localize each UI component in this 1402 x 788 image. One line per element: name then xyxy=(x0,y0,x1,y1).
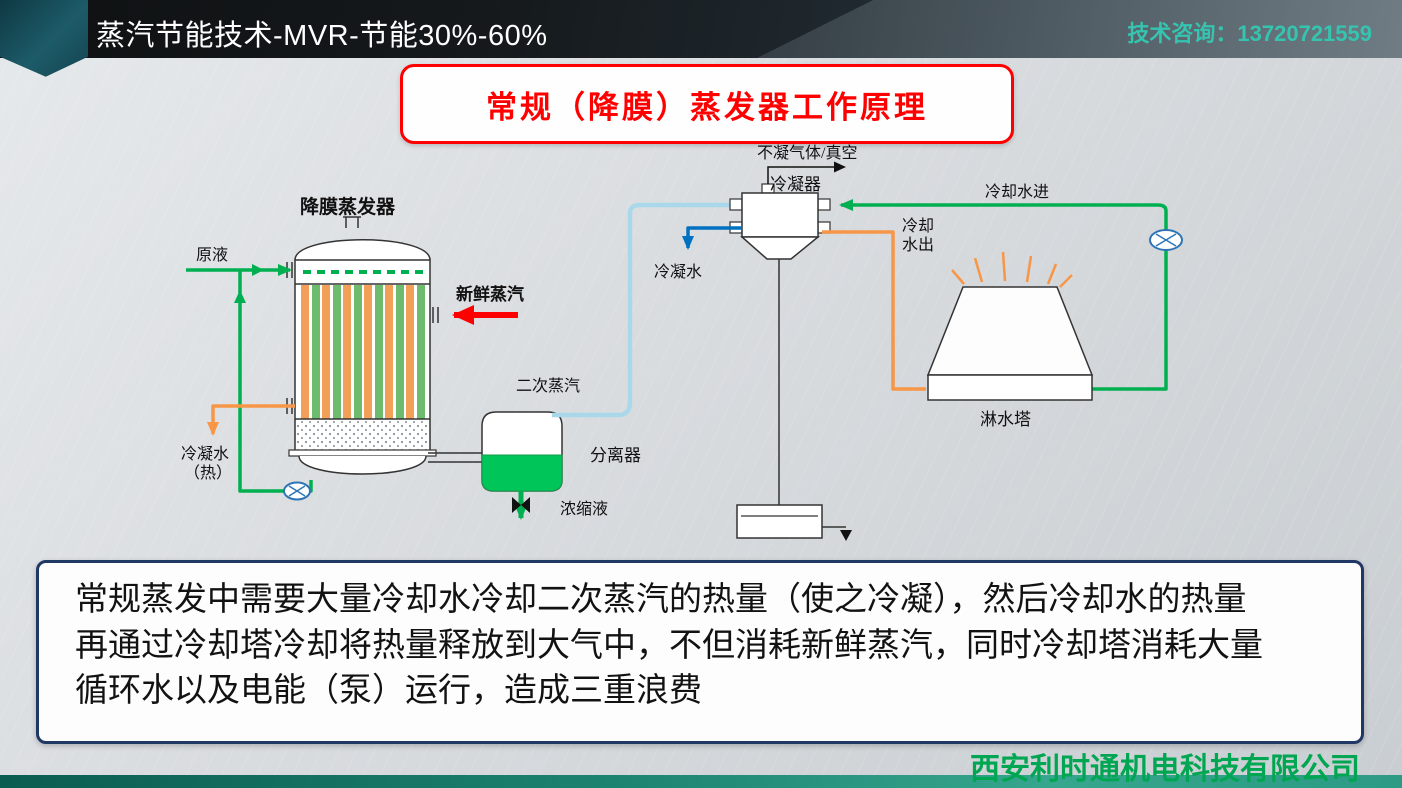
steam-nozzle-flange xyxy=(432,307,439,323)
concentrate-label: 浓缩液 xyxy=(560,500,608,518)
separator-vessel: 分离器 xyxy=(481,411,641,492)
spray-tower-label: 淋水塔 xyxy=(980,410,1031,429)
header-facet-decor xyxy=(757,0,1402,58)
evaporator-top-dome xyxy=(294,239,431,261)
bottom-accent-bar xyxy=(0,775,1402,788)
recirculation-line xyxy=(238,271,313,493)
evaporator-bottom-dome xyxy=(298,455,427,475)
pump-impeller-mark xyxy=(288,485,306,497)
cooling-water-pump xyxy=(1149,229,1183,251)
cooling-water-out-label-2: 水出 xyxy=(902,236,934,254)
tube-bundle xyxy=(301,285,425,419)
feed-recirculation-lines xyxy=(186,264,313,493)
hot-condensate-label-2: （热） xyxy=(184,464,232,482)
hot-condensate-line xyxy=(207,404,295,436)
separator-label: 分离器 xyxy=(590,446,641,465)
cooling-water-in-label: 冷却水进 xyxy=(985,183,1049,201)
description-line-1: 常规蒸发中需要大量冷却水冷却二次蒸汽的热量（使之冷凝），然后冷却水的热量 xyxy=(75,582,1247,618)
vacuum-label: 不凝气体/真空 xyxy=(757,144,857,162)
condenser-funnel xyxy=(740,236,821,260)
seal-tank xyxy=(736,504,852,541)
spray-rays xyxy=(951,251,1073,288)
tank-shell xyxy=(736,504,823,539)
condenser-shell xyxy=(741,192,819,238)
condenser-vessel: 冷凝器 xyxy=(729,175,831,505)
condenser-left-upper-nozzle xyxy=(729,198,743,211)
slide-title: 常规（降膜）蒸发器工作原理 xyxy=(486,89,928,125)
hot-condensate-label-1: 冷凝水 xyxy=(181,445,229,463)
cooling-water-out-label-1: 冷却 xyxy=(902,217,934,235)
top-nozzle xyxy=(343,216,361,228)
header-contact-phone: 技术咨询：13720721559 xyxy=(1127,21,1372,46)
vacuum-line xyxy=(767,161,846,184)
condenser-label: 冷凝器 xyxy=(770,175,821,194)
feed-arrowhead xyxy=(252,264,264,276)
secondary-steam-line xyxy=(552,202,737,418)
condenser-right-upper-nozzle xyxy=(817,198,831,211)
secondary-steam-label: 二次蒸汽 xyxy=(516,377,580,395)
pump-impeller-mark xyxy=(1155,233,1177,247)
spray-tower: 淋水塔 xyxy=(926,251,1094,429)
evaporator-separator-pipe xyxy=(428,452,482,463)
tower-basin xyxy=(927,374,1093,401)
header-bar: 蒸汽节能技术-MVR-节能30%-60% 技术咨询：13720721559 xyxy=(0,0,1402,58)
fresh-steam-label: 新鲜蒸汽 xyxy=(456,284,524,304)
company-name: 西安利时通机电科技有限公司 xyxy=(970,753,1360,786)
evaporator-label: 降膜蒸发器 xyxy=(300,195,396,218)
bottom-flange xyxy=(288,449,437,457)
condensate-line xyxy=(682,226,742,250)
tower-body xyxy=(926,286,1094,376)
description-line-2: 再通过冷却塔冷却将热量释放到大气中，不但消耗新鲜蒸汽，同时冷却塔消耗大量 xyxy=(75,627,1263,664)
description-box: 常规蒸发中需要大量冷却水冷却二次蒸汽的热量（使之冷凝），然后冷却水的热量 再通过… xyxy=(36,560,1364,744)
evaporator-sump-packing xyxy=(296,420,429,451)
header-title: 蒸汽节能技术-MVR-节能30%-60% xyxy=(96,20,548,52)
cooling-water-in-line xyxy=(839,199,1168,391)
tank-outlet-arrowhead xyxy=(840,530,852,541)
condensate-label: 冷凝水 xyxy=(654,263,702,281)
slide-title-box: 常规（降膜）蒸发器工作原理 xyxy=(400,64,1014,144)
evaporator-vessel: 降膜蒸发器 xyxy=(286,195,439,475)
description-line-3: 循环水以及电能（泵）运行，造成三重浪费 xyxy=(75,673,702,710)
raw-liquid-label: 原液 xyxy=(196,246,228,264)
concentrate-valve xyxy=(512,497,530,513)
cooling-water-out-line xyxy=(822,230,926,391)
separator-liquid xyxy=(481,454,563,492)
recirculation-arrowhead xyxy=(234,290,246,303)
recirculation-pump xyxy=(283,481,311,501)
